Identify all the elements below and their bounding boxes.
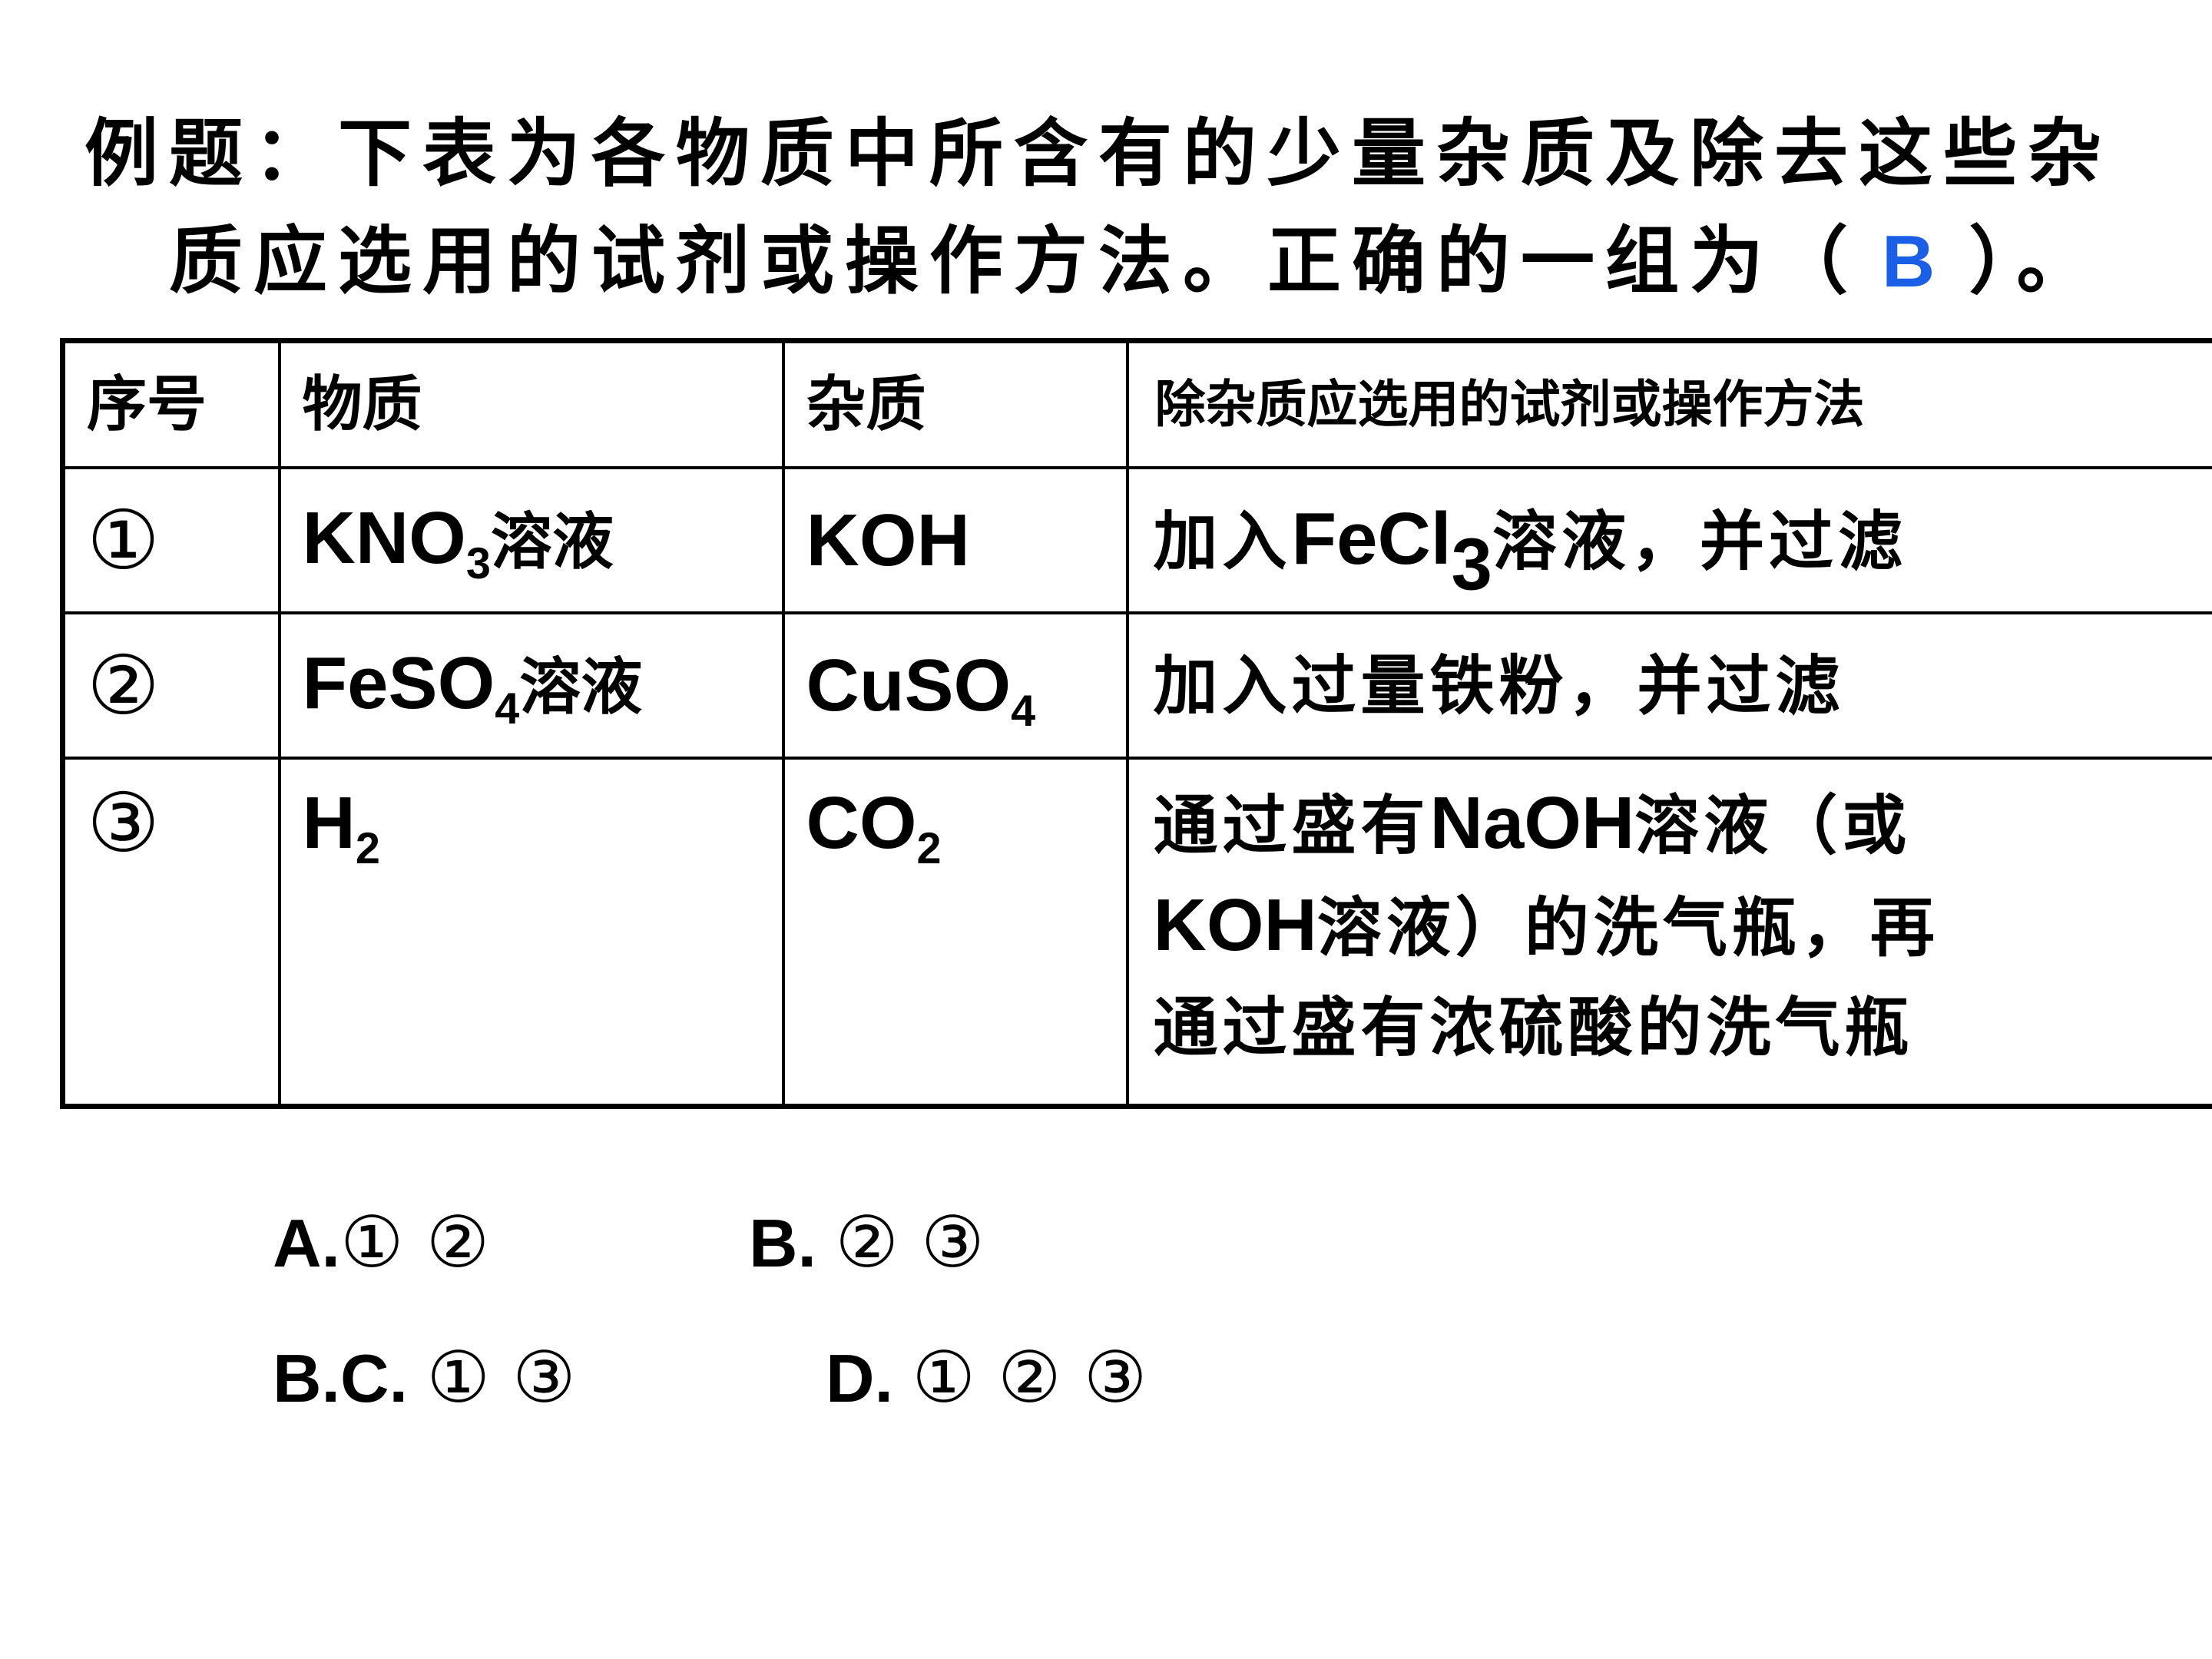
answer-letter: B: [1882, 220, 1946, 303]
row-impurity: KOH: [781, 466, 1129, 614]
table-row: ① KNO3溶液 KOH 加入FeCl3溶液，并过滤: [60, 466, 2212, 614]
method-line-1-suffix: 溶液（或: [1634, 790, 1912, 862]
row-impurity: CO2: [781, 757, 1129, 1109]
substance-suffix: 溶液: [519, 651, 643, 723]
header-method: 除杂质应选用的试剂或操作方法: [1125, 338, 2212, 469]
row-method: 通过盛有NaOH溶液（或 KOH溶液）的洗气瓶，再 通过盛有浓硫酸的洗气瓶: [1125, 757, 2212, 1109]
question-line-1: 例题：下表为各物质中所含有的少量杂质及除去这些杂: [84, 111, 2112, 197]
table-row: ③ H2 CO2 通过盛有NaOH溶液（或 KOH溶液）的洗气瓶，再 通过盛有浓…: [60, 757, 2212, 1109]
impurity-formula: KOH: [806, 498, 970, 581]
impurity-subscript: 2: [916, 824, 942, 874]
substance-formula: KNO: [302, 497, 466, 579]
option-d-value: ① ② ③: [912, 1336, 1147, 1419]
table-row: ② FeSO4溶液 CuSO4 加入过量铁粉，并过滤: [60, 611, 2212, 760]
header-number: 序号: [60, 338, 281, 469]
impurity-formula: CO: [806, 782, 917, 864]
impurity-table: 序号 物质 杂质 除杂质应选用的试剂或操作方法 ① KNO3溶液 KOH 加入F…: [60, 338, 2212, 1109]
substance-suffix: 溶液: [490, 506, 614, 578]
method-subscript: 3: [1451, 523, 1492, 606]
option-b-value: ② ③: [835, 1201, 985, 1283]
row-method: 加入FeCl3溶液，并过滤: [1125, 466, 2212, 614]
row-method: 加入过量铁粉，并过滤: [1125, 611, 2212, 760]
row-number: ①: [60, 466, 281, 614]
method-prefix: 加入: [1153, 505, 1292, 578]
option-a: A.① ②: [273, 1175, 749, 1310]
row-impurity: CuSO4: [781, 611, 1129, 760]
method-line-2-formula: KOH: [1153, 884, 1317, 966]
question-line-2-prefix: 质应选用的试剂或操作方法。正确的一组为（: [169, 218, 1859, 304]
option-c-label: B.C.: [273, 1340, 408, 1416]
option-d-label: D.: [826, 1340, 893, 1416]
question-text: 例题：下表为各物质中所含有的少量杂质及除去这些杂 质应选用的试剂或操作方法。正确…: [84, 100, 2158, 316]
substance-subscript: 2: [355, 824, 380, 874]
substance-formula: FeSO: [302, 642, 495, 724]
option-b: B. ② ③: [749, 1175, 985, 1310]
option-c: B.C. ① ③: [273, 1310, 826, 1445]
substance-subscript: 3: [465, 539, 491, 589]
method-line-1-prefix: 通过盛有: [1153, 790, 1430, 862]
option-b-label: B.: [749, 1205, 816, 1281]
question-line-2: 质应选用的试剂或操作方法。正确的一组为（ B ）。: [84, 207, 2158, 316]
header-substance: 物质: [277, 338, 785, 469]
substance-formula: H: [302, 782, 356, 864]
method-line-3: 通过盛有浓硫酸的洗气瓶: [1153, 992, 1914, 1064]
method-line-1: 通过盛有NaOH溶液（或: [1154, 773, 2212, 876]
row-number: ②: [60, 611, 281, 760]
row-number: ③: [60, 757, 281, 1109]
option-d: D. ① ② ③: [826, 1310, 1147, 1445]
row-substance: KNO3溶液: [277, 466, 785, 614]
question-line-2-suffix: ）。: [1969, 218, 2101, 304]
method-line-2: KOH溶液）的洗气瓶，再: [1154, 876, 2212, 978]
method-suffix: 溶液，并过滤: [1492, 505, 1907, 578]
method-line-2-suffix: 溶液）的洗气瓶，再: [1316, 892, 1939, 964]
method-line-1-formula: NaOH: [1429, 782, 1635, 864]
row-substance: H2: [277, 757, 785, 1109]
table-header-row: 序号 物质 杂质 除杂质应选用的试剂或操作方法: [60, 338, 2212, 469]
impurity-formula: CuSO: [806, 644, 1012, 727]
option-a-label: A.: [273, 1205, 340, 1281]
method-formula: FeCl: [1291, 498, 1452, 580]
substance-subscript: 4: [495, 684, 520, 734]
impurity-subscript: 4: [1011, 686, 1036, 736]
option-c-value: ① ③: [426, 1336, 576, 1419]
option-a-value: ① ②: [340, 1201, 490, 1283]
header-impurity: 杂质: [781, 338, 1129, 469]
row-substance: FeSO4溶液: [277, 611, 785, 760]
